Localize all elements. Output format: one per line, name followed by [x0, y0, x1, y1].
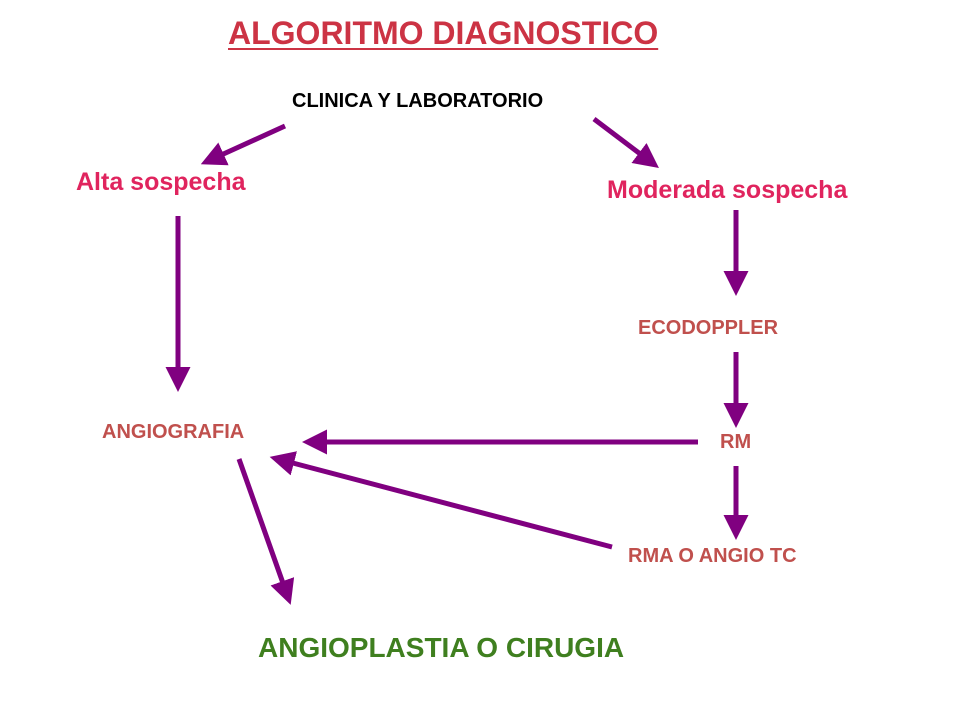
arrow-start-to-moderate — [592, 117, 659, 169]
node-clinica-laboratorio: CLINICA Y LABORATORIO — [292, 90, 544, 112]
node-angiografia: ANGIOGRAFIA — [102, 421, 245, 443]
node-alta-sospecha: Alta sospecha — [76, 168, 246, 196]
node-moderada-sospecha: Moderada sospecha — [607, 176, 848, 204]
node-rma-angio-tc: RMA O ANGIO TC — [628, 545, 797, 567]
arrow-angiografia-to-final — [236, 458, 295, 605]
node-ecodoppler: ECODOPPLER — [638, 317, 779, 339]
arrow-rma-to-angiografia — [269, 451, 613, 550]
page-title: ALGORITMO DIAGNOSTICO — [228, 15, 659, 51]
arrow-start-to-high — [200, 123, 287, 166]
node-rm: RM — [720, 431, 752, 453]
node-angioplastia-cirugia: ANGIOPLASTIA O CIRUGIA — [258, 632, 625, 663]
